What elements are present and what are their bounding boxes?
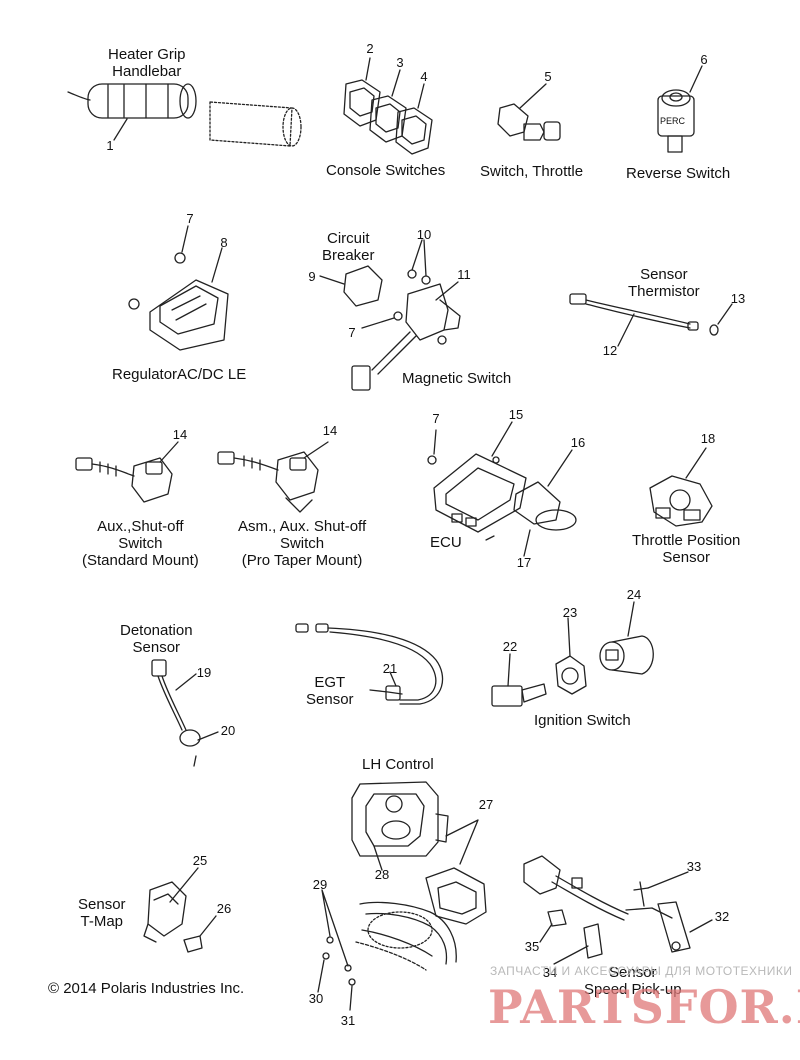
callout-2: 2 (366, 41, 374, 56)
callout-14b: 14 (322, 423, 338, 438)
callout-7b: 7 (348, 325, 356, 340)
callout-11: 11 (457, 267, 471, 282)
callout-5: 5 (544, 69, 552, 84)
lh-control-illustration (317, 781, 487, 1011)
throttle-switch-illustration (497, 83, 561, 141)
callout-6: 6 (700, 52, 708, 67)
callout-25: 25 (192, 853, 208, 868)
callout-10: 10 (416, 227, 432, 242)
callout-26: 26 (216, 901, 232, 916)
sensor-speed-pickup-illustration (523, 855, 713, 965)
label-circuit-breaker: Circuit Breaker (322, 230, 375, 264)
console-switches-illustration (343, 57, 433, 155)
callout-14a: 14 (172, 427, 188, 442)
callout-3: 3 (396, 55, 404, 70)
callout-27: 27 (478, 797, 494, 812)
egt-sensor-illustration (295, 623, 444, 705)
detonation-sensor-illustration (151, 659, 219, 767)
callout-16: 16 (570, 435, 586, 450)
callout-1: 1 (106, 138, 114, 153)
callout-12: 12 (602, 343, 618, 358)
copyright-notice: © 2014 Polaris Industries Inc. (48, 980, 245, 997)
callout-19: 19 (196, 665, 212, 680)
label-ecu: ECU (430, 534, 462, 551)
callout-9: 9 (308, 269, 316, 284)
heater-grip-illustration (67, 83, 302, 147)
callout-29: 29 (312, 877, 328, 892)
callout-32: 32 (714, 909, 730, 924)
callout-8: 8 (220, 235, 228, 250)
label-aux-shutoff-standard: Aux.,Shut-off Switch (Standard Mount) (82, 518, 199, 569)
watermark-tagline: ЗАПЧАСТИ И АКСЕССУАРЫ ДЛЯ МОТОТЕХНИКИ (490, 964, 793, 978)
label-switch-throttle: Switch, Throttle (480, 163, 584, 180)
label-console-switches: Console Switches (326, 162, 446, 179)
callout-17: 17 (516, 555, 532, 570)
callout-28: 28 (374, 867, 390, 882)
callout-7a: 7 (186, 211, 194, 226)
watermark-logo: PARTSFOR.RU (488, 980, 800, 1034)
callout-30: 30 (308, 991, 324, 1006)
label-regulator: RegulatorAC/DC LE (112, 366, 247, 383)
callout-33: 33 (686, 859, 702, 874)
regulator-illustration (128, 225, 229, 351)
label-heater-grip: Heater Grip Handlebar (108, 46, 186, 80)
ecu-illustration (427, 421, 577, 557)
label-detonation-sensor: Detonation Sensor (120, 622, 193, 656)
label-reverse-switch-marking: PERC (660, 116, 686, 126)
aux-shutoff-standard-illustration (75, 441, 179, 503)
label-ignition-switch: Ignition Switch (534, 712, 631, 729)
magnetic-switch-illustration (319, 239, 461, 391)
throttle-position-sensor-illustration (649, 447, 713, 527)
label-reverse-switch: Reverse Switch (626, 165, 731, 182)
label-magnetic-switch: Magnetic Switch (402, 370, 512, 387)
callout-21: 21 (382, 661, 398, 676)
sensor-thermistor-illustration (569, 293, 733, 347)
sensor-tmap-illustration (143, 867, 217, 953)
label-lh-control: LH Control (362, 756, 434, 773)
callout-15: 15 (508, 407, 524, 422)
reverse-switch-illustration (657, 65, 703, 153)
ignition-switch-illustration (491, 601, 654, 707)
callout-34: 34 (542, 965, 558, 980)
callout-35: 35 (524, 939, 540, 954)
label-egt-sensor: EGT Sensor (306, 674, 354, 708)
label-throttle-position-sensor: Throttle Position Sensor (632, 532, 741, 566)
aux-shutoff-protaper-illustration (217, 441, 329, 513)
callout-31: 31 (340, 1013, 356, 1028)
callout-22: 22 (502, 639, 518, 654)
callout-4: 4 (420, 69, 428, 84)
label-sensor-speed-pickup: Sensor Speed Pick-up (584, 964, 682, 998)
callout-23: 23 (562, 605, 578, 620)
callout-20: 20 (220, 723, 236, 738)
callout-24: 24 (626, 587, 642, 602)
callout-18: 18 (700, 431, 716, 446)
label-sensor-tmap: Sensor T-Map (78, 896, 126, 930)
callout-13: 13 (730, 291, 746, 306)
label-sensor-thermistor: Sensor Thermistor (628, 266, 700, 300)
callout-7c: 7 (432, 411, 440, 426)
label-aux-shutoff-protaper: Asm., Aux. Shut-off Switch (Pro Taper Mo… (238, 518, 367, 569)
